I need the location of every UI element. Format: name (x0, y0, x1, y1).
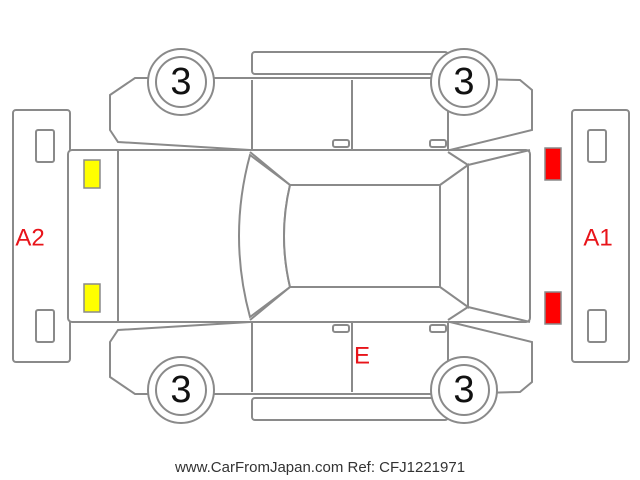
wheel-front-left: 3 (430, 48, 498, 116)
wheel-front-right: 3 (430, 356, 498, 424)
watermark-text: www.CarFromJapan.com Ref: CFJ1221971 (174, 459, 465, 476)
wheel-grade-rear-right: 3 (170, 369, 191, 411)
right-side-body (109, 320, 533, 421)
front-light-top (544, 147, 562, 181)
damage-code-front-bumper: A1 (583, 225, 612, 252)
rear-light-bottom (83, 283, 101, 313)
roof (283, 184, 441, 288)
rear-reflector-top (35, 129, 55, 163)
rear-reflector-bottom (35, 309, 55, 343)
front-bumper (571, 109, 630, 363)
left-front-door-handle (429, 139, 447, 148)
front-marker-bottom (587, 309, 607, 343)
wheel-rear-right: 3 (147, 356, 215, 424)
car-body-top-view (67, 149, 531, 323)
hood-line-bottom (467, 306, 531, 323)
rear-light-top (83, 159, 101, 189)
left-side-sill (251, 51, 449, 75)
front-marker-top (587, 129, 607, 163)
wheel-grade-front-left: 3 (453, 61, 474, 103)
wheel-rear-left: 3 (147, 48, 215, 116)
hood-line-top (467, 149, 531, 166)
right-front-door-handle (429, 324, 447, 333)
damage-code-rear-bumper: A2 (15, 225, 44, 252)
wheel-grade-rear-left: 3 (170, 61, 191, 103)
left-rear-door-handle (332, 139, 350, 148)
left-side-body (109, 51, 533, 152)
right-side-sill (251, 397, 449, 421)
front-light-bottom (544, 291, 562, 325)
windshield (439, 163, 469, 309)
wheel-grade-front-right: 3 (453, 369, 474, 411)
damage-code-right-side: E (354, 343, 370, 370)
right-rear-door-handle (332, 324, 350, 333)
